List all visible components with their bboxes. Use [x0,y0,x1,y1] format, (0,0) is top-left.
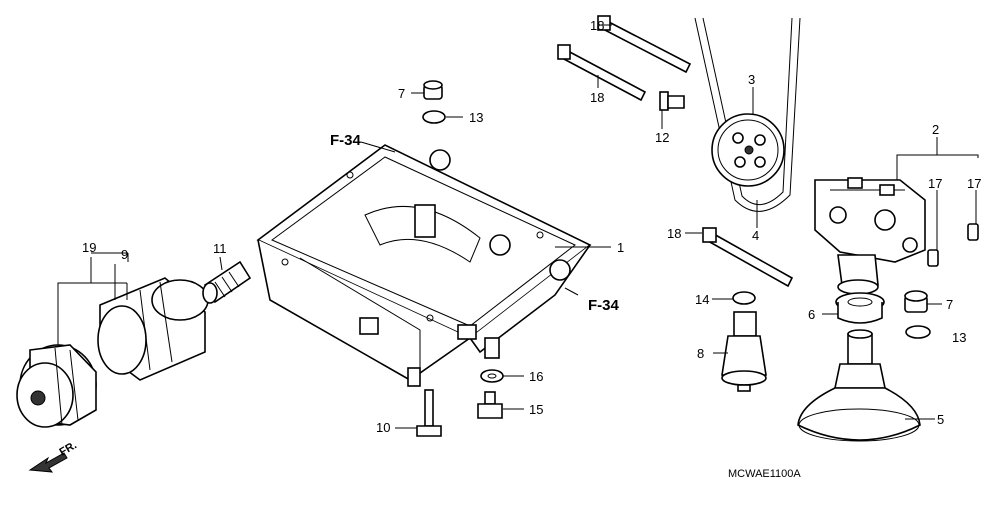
washer-16 [480,369,504,383]
diagram-code: MCWAE1100A [728,468,801,480]
bolt-18-upper [597,15,692,74]
collar-7-top [423,80,443,100]
oil-strainer [797,329,921,442]
callout-18-middle: 18 [590,90,604,105]
callout-3: 3 [748,72,755,87]
bolt-10 [416,389,442,437]
bolt-15 [477,391,503,419]
callout-15: 15 [529,402,543,417]
oil-filter-cap [16,344,97,428]
dowel-pin-17-right [967,223,979,241]
callout-7-right: 7 [946,297,953,312]
oil-pump-sprocket [711,113,785,187]
callout-1: 1 [617,240,624,255]
bolt-12 [659,91,685,111]
bolt-18-lower [702,227,794,288]
callout-numbers: 1 2 3 4 5 6 7 7 8 9 10 11 12 13 13 14 15… [82,18,981,435]
oil-pan [256,144,592,387]
callout-18-lower: 18 [667,226,681,241]
bolt-18-middle [557,44,647,102]
drive-chain [694,17,801,212]
o-ring-13-top [422,110,446,124]
leader-lines [57,24,979,429]
front-direction-arrow: FR. [28,439,79,473]
oil-pump [814,177,926,295]
callout-13-right: 13 [952,330,966,345]
callout-7-top: 7 [398,86,405,101]
callout-2: 2 [932,122,939,137]
callout-18-upper: 18 [590,18,604,33]
callout-16: 16 [529,369,543,384]
oil-pressure-switch-8 [721,311,767,392]
callout-11: 11 [213,241,227,256]
callout-8: 8 [697,346,704,361]
callout-13-top: 13 [469,110,483,125]
oil-pipe [202,260,252,304]
callout-19: 19 [82,240,96,255]
o-ring-14 [732,291,756,305]
callout-9: 9 [121,247,128,262]
callout-6: 6 [808,307,815,322]
oil-filter-cartridge [97,277,209,381]
callout-17-right: 17 [967,176,981,191]
reference-f34-top: F-34 [330,132,362,149]
callout-17-left: 17 [928,176,942,191]
front-label: FR. [58,439,79,458]
callout-12: 12 [655,130,669,145]
seal-6 [835,292,885,324]
collar-7-right [904,290,928,313]
callout-5: 5 [937,412,944,427]
dowel-pin-17-left [927,249,939,267]
callout-4: 4 [752,228,759,243]
callout-10: 10 [376,420,390,435]
reference-f34-right: F-34 [588,297,620,314]
callout-14: 14 [695,292,709,307]
o-ring-13-right [905,325,931,339]
